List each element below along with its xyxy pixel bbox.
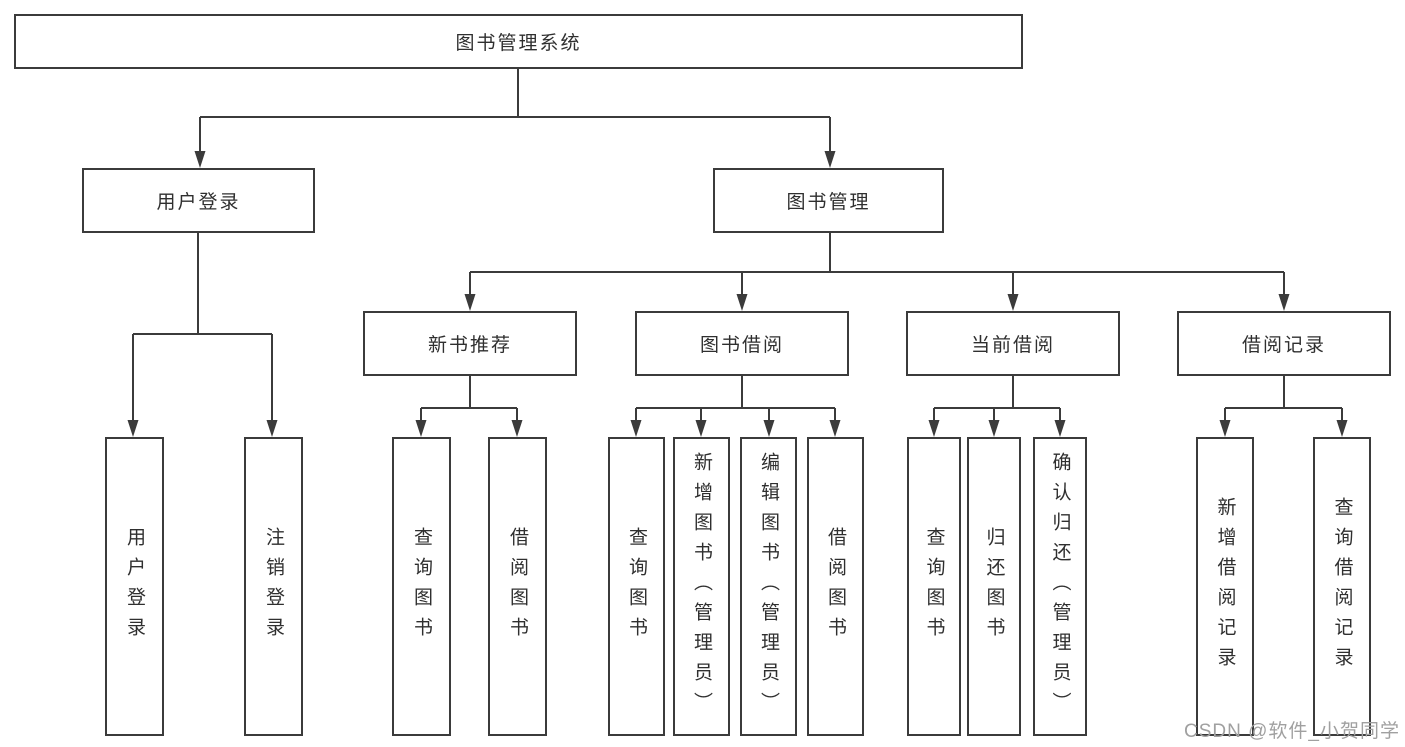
leaf-borrow-books-borrowing: 借阅图书 bbox=[807, 437, 864, 736]
leaf-label: 归还图书 bbox=[983, 526, 1005, 647]
leaf-label: 借阅图书 bbox=[507, 526, 528, 647]
csdn-watermark: CSDN @软件_小贺同学 bbox=[1184, 721, 1400, 742]
leaf-return-books: 归还图书 bbox=[967, 437, 1021, 736]
node-label: 图书借阅 bbox=[699, 335, 784, 356]
node-label: 新书推荐 bbox=[427, 335, 512, 356]
leaf-label: 新增图书（管理员） bbox=[691, 451, 712, 722]
leaf-label: 借阅图书 bbox=[825, 526, 846, 647]
leaf-label: 查询图书 bbox=[626, 526, 647, 647]
leaf-edit-books-admin: 编辑图书（管理员） bbox=[740, 437, 797, 736]
leaf-query-books-borrowing: 查询图书 bbox=[608, 437, 665, 736]
node-user-login: 用户登录 bbox=[82, 168, 315, 233]
leaf-label: 用户登录 bbox=[124, 526, 145, 647]
node-label: 借阅记录 bbox=[1241, 335, 1326, 356]
leaf-query-books-current: 查询图书 bbox=[907, 437, 961, 736]
node-label: 用户登录 bbox=[156, 192, 241, 213]
node-label: 图书管理系统 bbox=[455, 33, 582, 54]
leaf-add-borrow-record: 新增借阅记录 bbox=[1196, 437, 1254, 736]
node-book-borrowing: 图书借阅 bbox=[635, 311, 849, 376]
leaf-user-login: 用户登录 bbox=[105, 437, 164, 736]
leaf-label: 查询借阅记录 bbox=[1331, 496, 1353, 677]
node-label: 图书管理 bbox=[786, 192, 871, 213]
node-root-system: 图书管理系统 bbox=[14, 14, 1023, 69]
leaf-add-books-admin: 新增图书（管理员） bbox=[673, 437, 730, 736]
leaf-label: 新增借阅记录 bbox=[1214, 496, 1236, 677]
leaf-query-borrow-record: 查询借阅记录 bbox=[1313, 437, 1371, 736]
leaf-label: 注销登录 bbox=[263, 526, 284, 647]
leaf-label: 确认归还（管理员） bbox=[1049, 451, 1071, 722]
leaf-label: 查询图书 bbox=[923, 526, 945, 647]
node-new-book-recommend: 新书推荐 bbox=[363, 311, 577, 376]
node-borrowing-records: 借阅记录 bbox=[1177, 311, 1391, 376]
leaf-logout: 注销登录 bbox=[244, 437, 303, 736]
leaf-confirm-return-admin: 确认归还（管理员） bbox=[1033, 437, 1087, 736]
leaf-label: 查询图书 bbox=[411, 526, 432, 647]
node-book-management: 图书管理 bbox=[713, 168, 944, 233]
leaf-label: 编辑图书（管理员） bbox=[758, 451, 779, 722]
leaf-query-books-recommend: 查询图书 bbox=[392, 437, 451, 736]
node-current-borrowing: 当前借阅 bbox=[906, 311, 1120, 376]
node-label: 当前借阅 bbox=[970, 335, 1055, 356]
leaf-borrow-books-recommend: 借阅图书 bbox=[488, 437, 547, 736]
